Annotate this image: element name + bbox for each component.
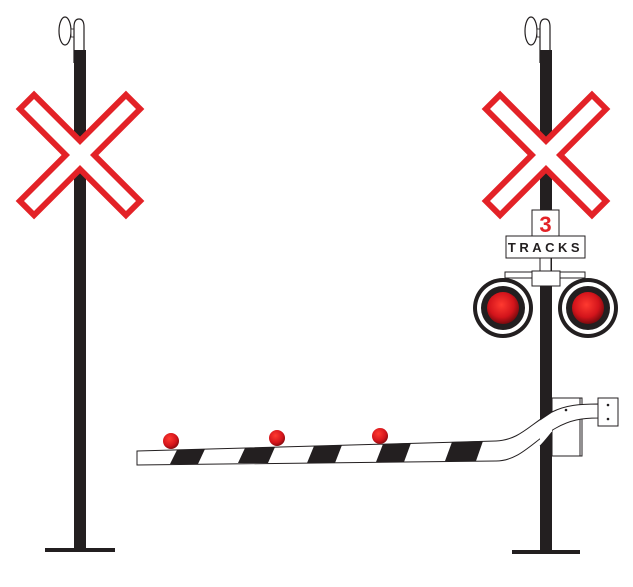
right-crossbuck-front: [490, 99, 602, 211]
tracks-label-sign: TRACKS: [505, 235, 586, 259]
right-pole-base: [512, 550, 580, 554]
right-pole-light-segment: [540, 286, 552, 316]
right-signal-post: 3 TRACKS: [473, 16, 619, 554]
tracks-label-text: TRACKS: [508, 240, 583, 255]
left-flashing-light-icon: [473, 278, 533, 338]
left-pole-base: [45, 548, 115, 552]
right-pole-bottom-segment: [540, 456, 552, 550]
arm-over-pole: [540, 412, 552, 446]
track-count-sign: 3: [531, 209, 560, 237]
right-flashing-light-icon: [558, 278, 618, 338]
sign-connector: [539, 257, 552, 273]
gate-light-3-icon: [372, 428, 388, 444]
right-pole-upper-segment: [540, 96, 552, 116]
gate-stripes: [170, 441, 483, 464]
left-signal-post: [15, 16, 145, 552]
arm-pivot: [564, 408, 568, 412]
left-crossbuck-front: [24, 99, 136, 211]
left-pole: [74, 50, 86, 550]
crossing-gate-arm: [136, 316, 599, 550]
track-count-number: 3: [539, 212, 551, 237]
gate-light-1-icon: [163, 433, 179, 449]
left-pole-upper-segment: [74, 96, 86, 116]
gate-light-2-icon: [269, 430, 285, 446]
right-pole-lower-segment: [540, 194, 552, 210]
left-pole-lower-segment: [74, 194, 86, 224]
right-pole-mid-segment: [540, 316, 552, 398]
